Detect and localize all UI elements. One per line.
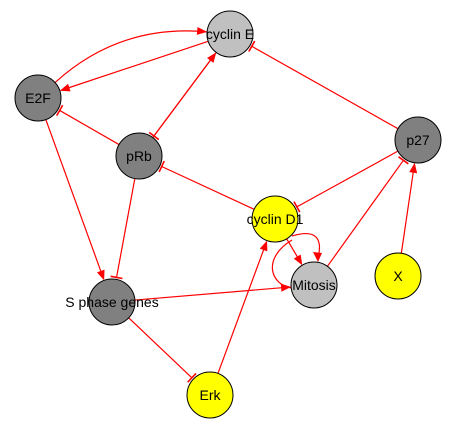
edge-cyclinD1-pRb xyxy=(158,160,255,210)
label-cyclinE: cyclin E xyxy=(206,26,254,42)
node-X xyxy=(374,252,422,300)
edge-cyclinE-E2F-arrowhead xyxy=(59,83,71,92)
edge-cyclinD1-Mitosis xyxy=(286,238,303,266)
edge-E2F-cyclinE-arrowhead xyxy=(196,26,208,35)
nodes-layer: cyclin E E2F pRb p27 cyclin D1 Mitosis X… xyxy=(14,10,442,419)
node-cyclinD1 xyxy=(251,195,299,243)
edge-loop-arrowhead xyxy=(313,252,322,262)
edge-Mitosis-p27-bar xyxy=(398,156,409,165)
edge-cyclinD1-Mitosis-arrowhead xyxy=(293,254,303,266)
node-pRb xyxy=(115,132,163,180)
edge-X-p27-arrowhead xyxy=(409,162,418,174)
edge-cyclinE-E2F xyxy=(59,40,209,92)
edge-E2F-Sphase xyxy=(45,119,105,281)
edge-p27-cyclinD1 xyxy=(293,150,399,213)
edge-p27-cyclinE xyxy=(248,40,399,130)
edge-pRb-E2F xyxy=(55,104,120,146)
edge-Erk-cyclinD1 xyxy=(217,240,268,374)
node-Sphase xyxy=(88,278,136,326)
edge-p27-cyclinE-bar xyxy=(248,40,256,52)
edge-Sphase-Erk xyxy=(128,317,197,383)
label-X: X xyxy=(393,268,403,284)
edge-p27-cyclinD1-bar xyxy=(293,201,301,213)
label-Mitosis: Mitosis xyxy=(292,277,336,293)
edge-Sphase-Erk-bar xyxy=(187,372,197,383)
node-cyclinE xyxy=(206,10,254,58)
edge-E2F-Sphase-arrowhead xyxy=(96,269,105,281)
edge-pRb-Sphase xyxy=(110,178,136,280)
label-E2F: E2F xyxy=(25,90,51,106)
edge-Mitosis-p27 xyxy=(326,156,409,267)
label-Sphase: S phase genes xyxy=(65,294,158,310)
edge-cyclinE-pRb-bar xyxy=(148,131,160,141)
edge-E2F-cyclinE xyxy=(54,26,208,83)
edge-cyclinE-pRb xyxy=(148,52,217,141)
edge-loop-cyclinD1 xyxy=(271,233,322,289)
node-Erk xyxy=(186,371,234,419)
node-Mitosis xyxy=(290,261,338,309)
edge-X-p27 xyxy=(400,162,418,254)
label-p27: p27 xyxy=(406,132,430,148)
label-pRb: pRb xyxy=(126,148,152,164)
label-cyclinD1: cyclin D1 xyxy=(247,211,304,227)
edge-cyclinD1-pRb-bar xyxy=(158,160,165,173)
edges-layer xyxy=(45,26,418,383)
label-Erk: Erk xyxy=(200,387,222,403)
node-p27 xyxy=(394,116,442,164)
node-E2F xyxy=(14,74,62,122)
edge-pRb-Sphase-bar xyxy=(110,275,123,280)
edge-pRb-E2F-bar xyxy=(55,104,64,117)
edge-Erk-cyclinD1-arrowhead xyxy=(259,240,268,252)
